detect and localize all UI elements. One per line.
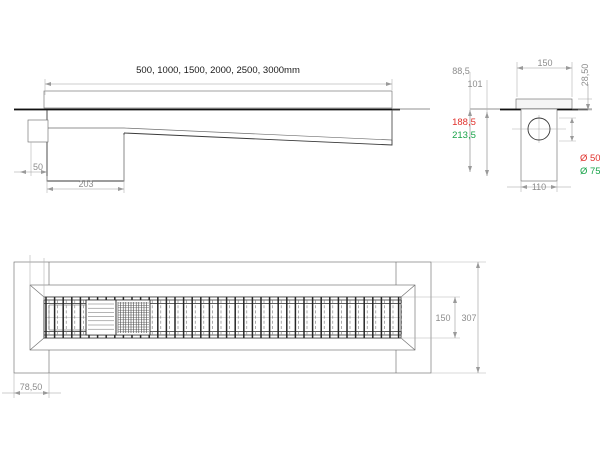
dim-188-5-213-5 <box>468 110 489 176</box>
plan-view-geometry <box>13 261 432 374</box>
dim-28-50 <box>578 84 592 111</box>
dim-203 <box>46 135 125 193</box>
end-section-geometry <box>470 98 592 182</box>
dim-label-150-section: 150 <box>537 58 552 68</box>
dim-label-150-plan: 150 <box>435 313 450 323</box>
dim-88-5-101 <box>469 72 488 112</box>
dim-label-101: 101 <box>467 79 482 89</box>
dim-plan-150 <box>401 296 460 339</box>
dim-label-28-50: 28,50 <box>580 64 590 87</box>
dim-label-50: 50 <box>33 162 43 172</box>
dim-150 <box>516 62 573 97</box>
dim-label-188-5: 188,5 <box>452 117 476 128</box>
dim-outlet-diameter <box>559 117 576 142</box>
outlet-diameter-75: Ø 75 <box>580 166 600 177</box>
dim-label-110: 110 <box>532 182 546 192</box>
dim-label-307: 307 <box>461 313 476 323</box>
dim-50 <box>14 142 48 183</box>
dim-label-78-50: 78,50 <box>20 382 43 392</box>
dim-plan-78-50 <box>2 373 61 398</box>
dim-label-213-5: 213,5 <box>452 130 476 141</box>
dim-label-88-5: 88,5 <box>452 66 470 76</box>
dim-plan-307 <box>431 261 486 374</box>
side-elevation-geometry <box>14 90 430 182</box>
outlet-diameter-50: Ø 50 <box>580 153 600 164</box>
dim-label-203: 203 <box>78 179 93 189</box>
dim-overall-length <box>44 79 393 95</box>
dim-110 <box>507 181 571 192</box>
overall-length-label: 500, 1000, 1500, 2000, 2500, 3000mm <box>136 65 300 76</box>
